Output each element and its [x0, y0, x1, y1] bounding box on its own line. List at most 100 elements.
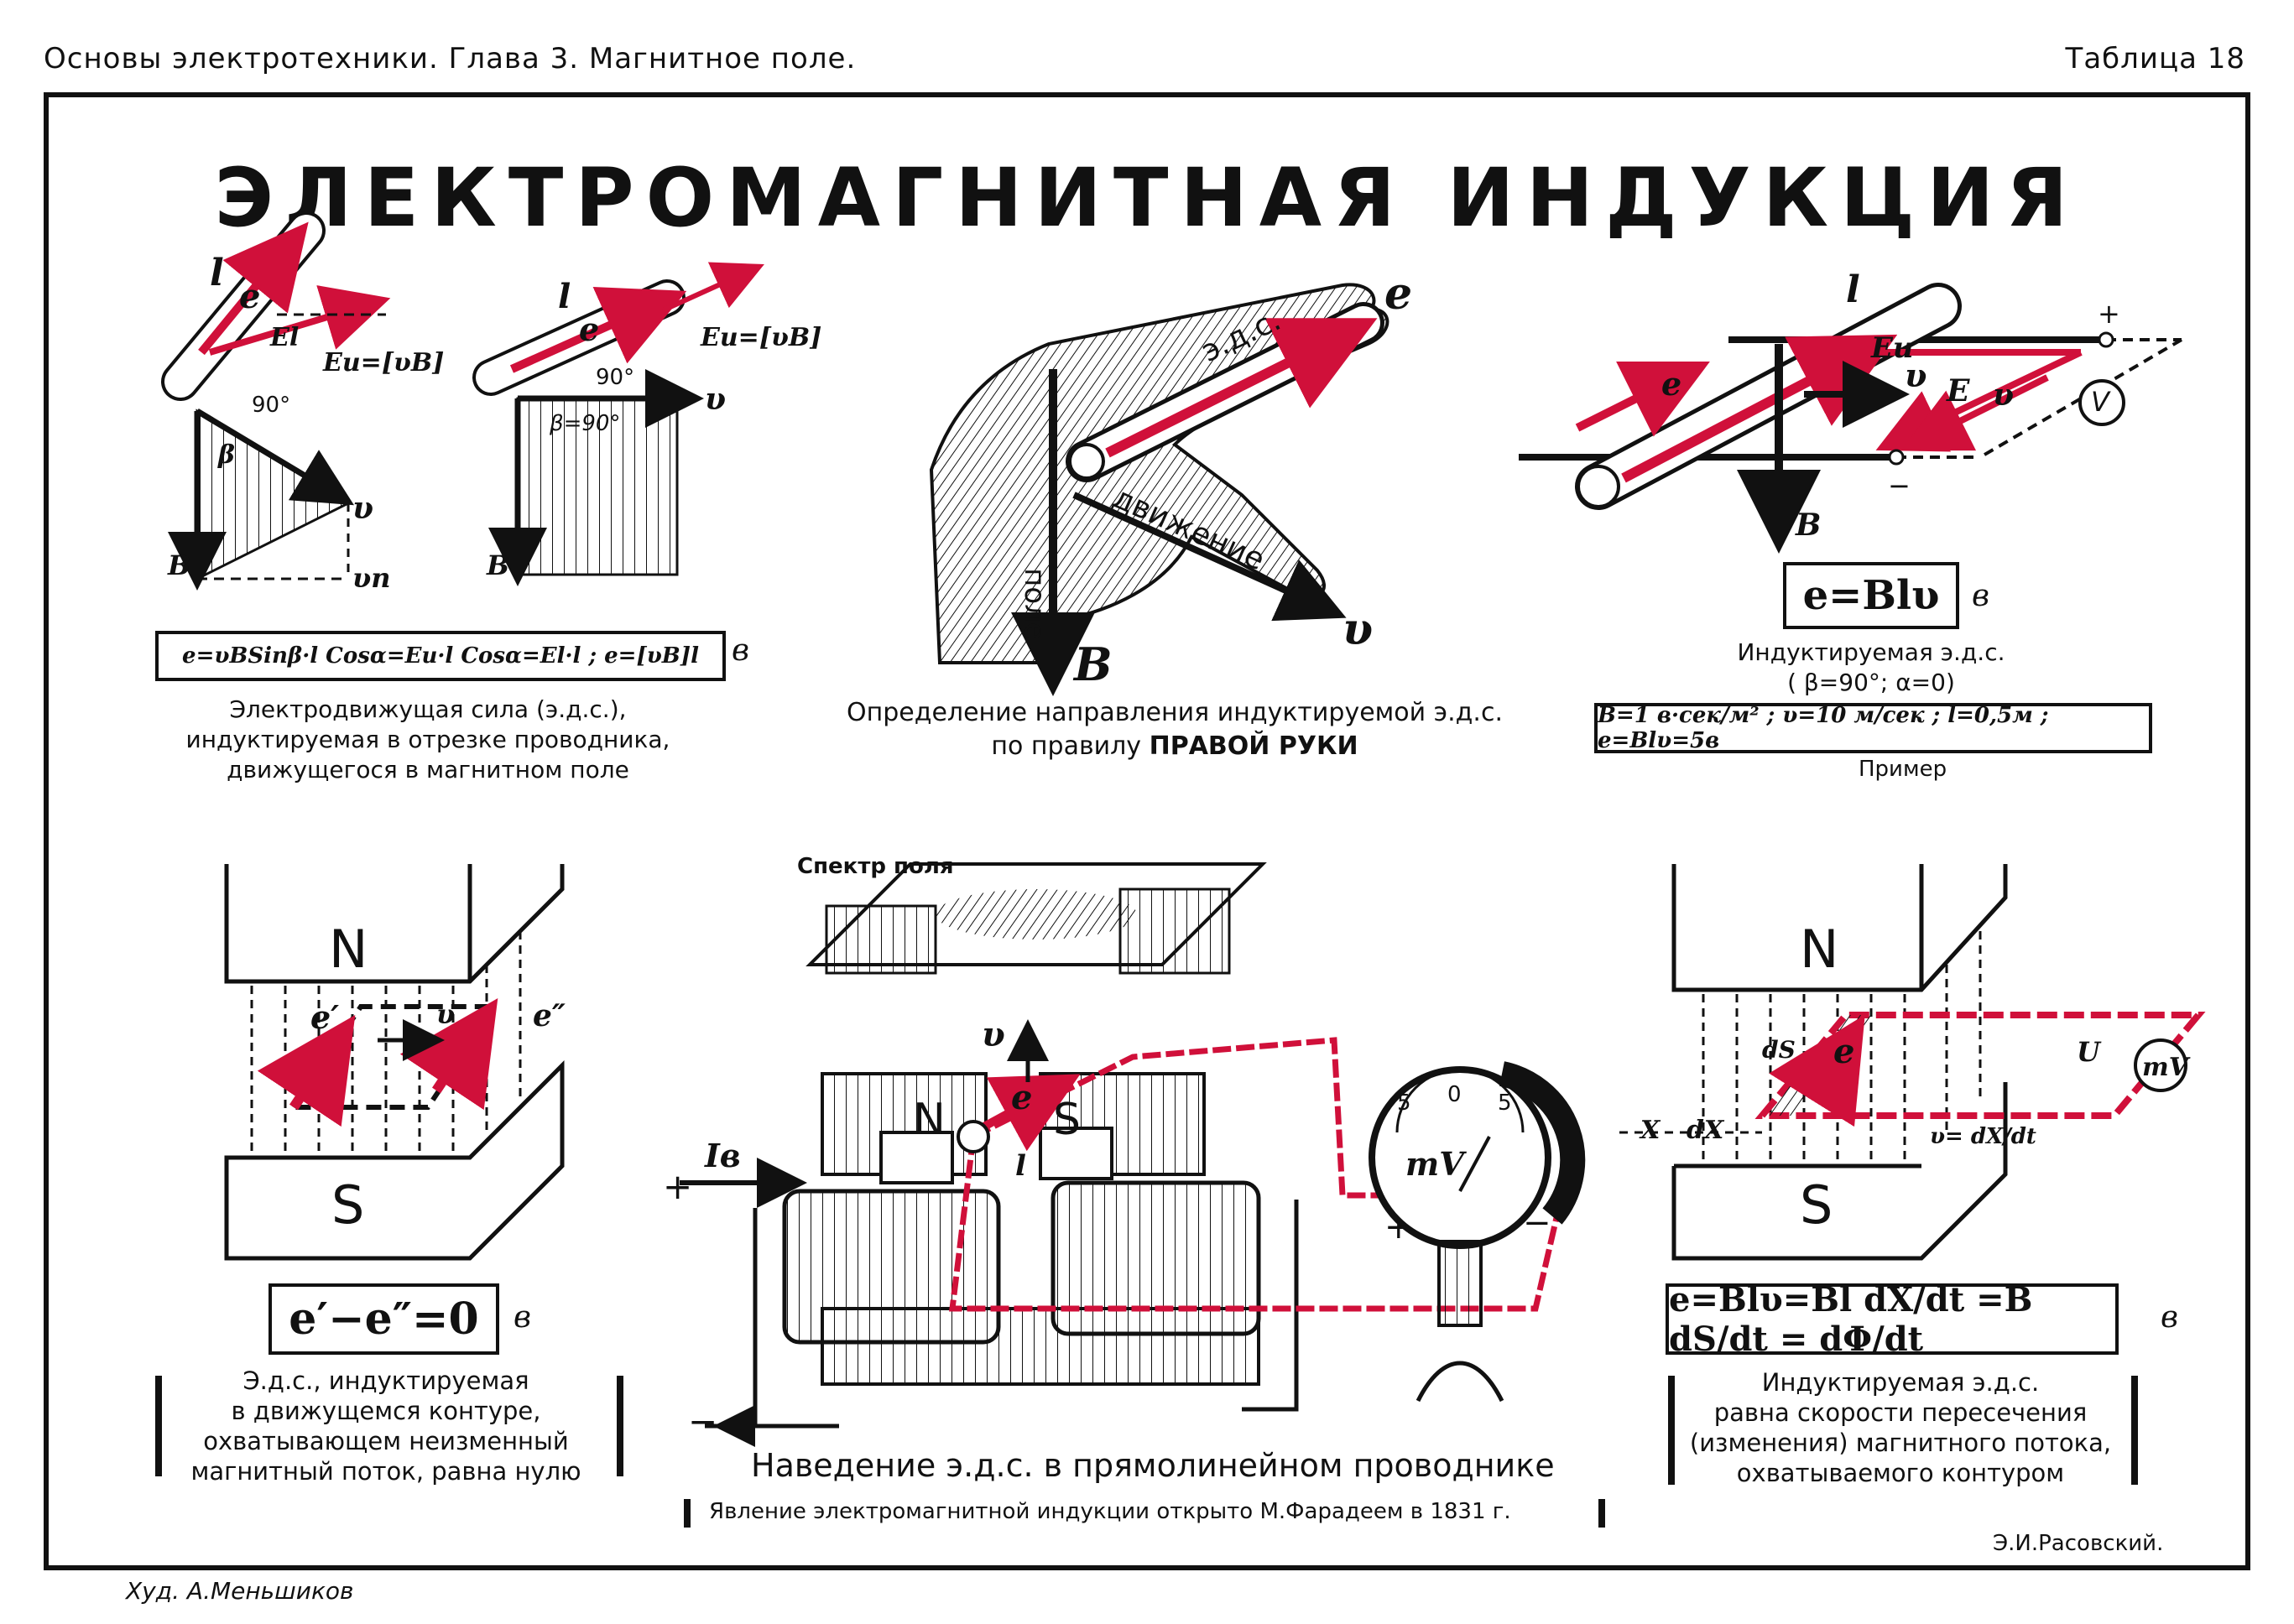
panel3-graphics [1519, 283, 2183, 554]
panel1-unit: в [732, 633, 749, 668]
p3-E-label: E [1947, 373, 1970, 409]
panel4-caption: Э.д.с., индуктируемая в движущемся конту… [168, 1366, 604, 1486]
p1b-ei-label: Eи=[υB] [701, 323, 822, 352]
poster-title: ЭЛЕКТРОМАГНИТНАЯ ИНДУКЦИЯ [214, 151, 2080, 245]
p5-mv-minus-label: − [1523, 1204, 1551, 1242]
p1b-angle-label: 90° [596, 365, 635, 390]
p1-v-label: υ [352, 491, 373, 526]
panel4-caption-line2: в движущемся контуре, [231, 1397, 541, 1425]
panel1-formula: e=υBSinβ·l Cosα=Eи·l Cosα=El·l ; e=[υB]l [155, 631, 726, 681]
p5-scale-mid: 0 [1447, 1082, 1462, 1107]
p1b-beta90-label: β=90° [550, 411, 621, 436]
p5-n-label: N [913, 1095, 946, 1145]
panel1-formula-text: e=υBSinβ·l Cosα=Eи·l Cosα=El·l ; e=[υB]l [182, 643, 699, 669]
panel4-graphics [224, 864, 565, 1261]
p3-v-label: υ [1905, 357, 1927, 394]
p5-s-label: S [1053, 1095, 1082, 1145]
p3-l-label: l [1846, 268, 1860, 311]
panel3-example: B=1 в·сек/м² ; υ=10 м/сек ; l=0,5м ; e=B… [1594, 703, 2152, 753]
panel6-bar-left [1668, 1376, 1675, 1485]
p1b-v-label: υ [705, 382, 726, 417]
p6-ds-label: dS [1762, 1036, 1796, 1064]
p2-b-label: B [1074, 638, 1113, 691]
panel5-footnote: Явление электромагнитной индукции открыт… [709, 1499, 1511, 1524]
panel2-graphics [929, 283, 1389, 696]
panel1-caption-line3: движущегося в магнитном поле [227, 756, 629, 783]
panel4-unit: в [514, 1300, 531, 1335]
p1-beta-label: β [218, 440, 235, 470]
p6-mv-label: mV [2142, 1053, 2189, 1082]
panel2-caption: Определение направления индуктируемой э.… [806, 696, 1544, 763]
panel1-caption-line2: индуктируемая в отрезке проводника, [185, 726, 670, 753]
header-right: Таблица 18 [2065, 42, 2245, 75]
panel2-caption-line2: по правилу ПРАВОЙ РУКИ [806, 730, 1544, 763]
p1-el-label: El [270, 323, 300, 352]
p3-plus-label: + [2098, 298, 2120, 330]
p6-v-label: U [2077, 1036, 2100, 1068]
p6-s-label: S [1800, 1174, 1833, 1236]
panel3-caption-line1: Индуктируемая э.д.с. [1737, 638, 2005, 666]
p5-scale-left: 5 [1397, 1090, 1411, 1116]
p4-e2-label: e″ [533, 998, 566, 1033]
panel3-caption: Индуктируемая э.д.с. ( β=90°; α=0) [1661, 638, 2081, 698]
author-credit: Э.И.Расовский. [1993, 1531, 2164, 1556]
panel3-formula-text: e=Blυ [1802, 572, 1940, 619]
panel6-caption-line1: Индуктируемая э.д.с. [1761, 1368, 2040, 1397]
panel5-footnote-bar-right [1598, 1499, 1605, 1528]
p4-n-label: N [329, 919, 368, 980]
panel3-example-label: Пример [1859, 757, 1947, 782]
p1-ei-label: Eи=[υB] [323, 348, 445, 377]
p5-minus-label: − [688, 1401, 718, 1442]
p3-ei-label: Eи [1871, 331, 1914, 365]
panel6-caption-line3: (изменения) магнитного потока, [1689, 1429, 2112, 1457]
p3-e-label: e [1661, 365, 1682, 403]
p5-spectrum-label: Спектр поля [797, 854, 954, 879]
panel2-caption-bold: ПРАВОЙ РУКИ [1149, 731, 1358, 761]
panel6-graphics [1619, 864, 2206, 1261]
panel6-unit: в [2161, 1300, 2178, 1335]
p5-v-label: υ [982, 1015, 1005, 1054]
p2-field-label: поле [1017, 568, 1051, 640]
panel3-unit: в [1972, 579, 1989, 613]
p1b-l-label: l [558, 277, 571, 316]
p5-e-label: e [1011, 1078, 1033, 1117]
p1-e-label: e [239, 277, 261, 316]
p6-n-label: N [1800, 919, 1839, 980]
panel2-caption-rule: по правилу [991, 731, 1142, 761]
panel4-caption-line1: Э.д.с., индуктируемая [242, 1366, 529, 1395]
panel4-bar-right [617, 1376, 623, 1476]
p2-v-label: υ [1343, 604, 1374, 655]
panel3-example-text: B=1 в·сек/м² ; υ=10 м/сек ; l=0,5м ; e=B… [1598, 703, 2049, 753]
p5-scale-right: 5 [1498, 1090, 1512, 1116]
p5-l-label: l [1015, 1149, 1026, 1183]
p6-dx-label: dX [1687, 1116, 1724, 1145]
panel4-caption-line3: охватывающем неизменный [203, 1427, 569, 1455]
panel6-formula-text: e=Blυ=Bl dX/dt =B dS/dt = dΦ/dt [1669, 1279, 2033, 1359]
artist-credit: Худ. А.Меньшиков [126, 1577, 354, 1605]
p5-mv-label: mV [1405, 1145, 1464, 1183]
p5-ib-label: Iв [705, 1137, 741, 1174]
p1b-b-label: B [487, 549, 510, 581]
panel1-caption-line1: Электродвижущая сила (э.д.с.), [229, 695, 627, 723]
poster-frame [44, 92, 2250, 1570]
panel4-formula-text: e′−e″=0 [289, 1293, 479, 1345]
panel3-formula: e=Blυ [1783, 562, 1959, 629]
header-left: Основы электротехники. Глава 3. Магнитно… [44, 42, 857, 75]
panel6-caption-line2: равна скорости пересечения [1713, 1398, 2088, 1427]
p3-b-label: B [1796, 508, 1822, 543]
p1-angle-label: 90° [252, 393, 291, 418]
panel1-graphics [161, 211, 764, 591]
panel5-footnote-bar-left [684, 1499, 691, 1528]
p6-vfrac-label: υ= dX/dt [1930, 1124, 2036, 1149]
panel6-bar-right [2131, 1376, 2138, 1485]
panel6-caption: Индуктируемая э.д.с. равна скорости пере… [1682, 1367, 2119, 1488]
panel6-formula: e=Blυ=Bl dX/dt =B dS/dt = dΦ/dt [1666, 1280, 2119, 1359]
p1b-e-label: e [579, 310, 600, 348]
panel1-caption: Электродвижущая сила (э.д.с.), индуктиру… [134, 695, 722, 785]
p5-mv-plus-label: + [1384, 1208, 1413, 1247]
p1-vn-label: υn [352, 562, 391, 594]
panel4-caption-line4: магнитный поток, равна нулю [190, 1457, 581, 1486]
p6-e-label: e [1833, 1032, 1855, 1071]
p4-s-label: S [331, 1174, 365, 1236]
